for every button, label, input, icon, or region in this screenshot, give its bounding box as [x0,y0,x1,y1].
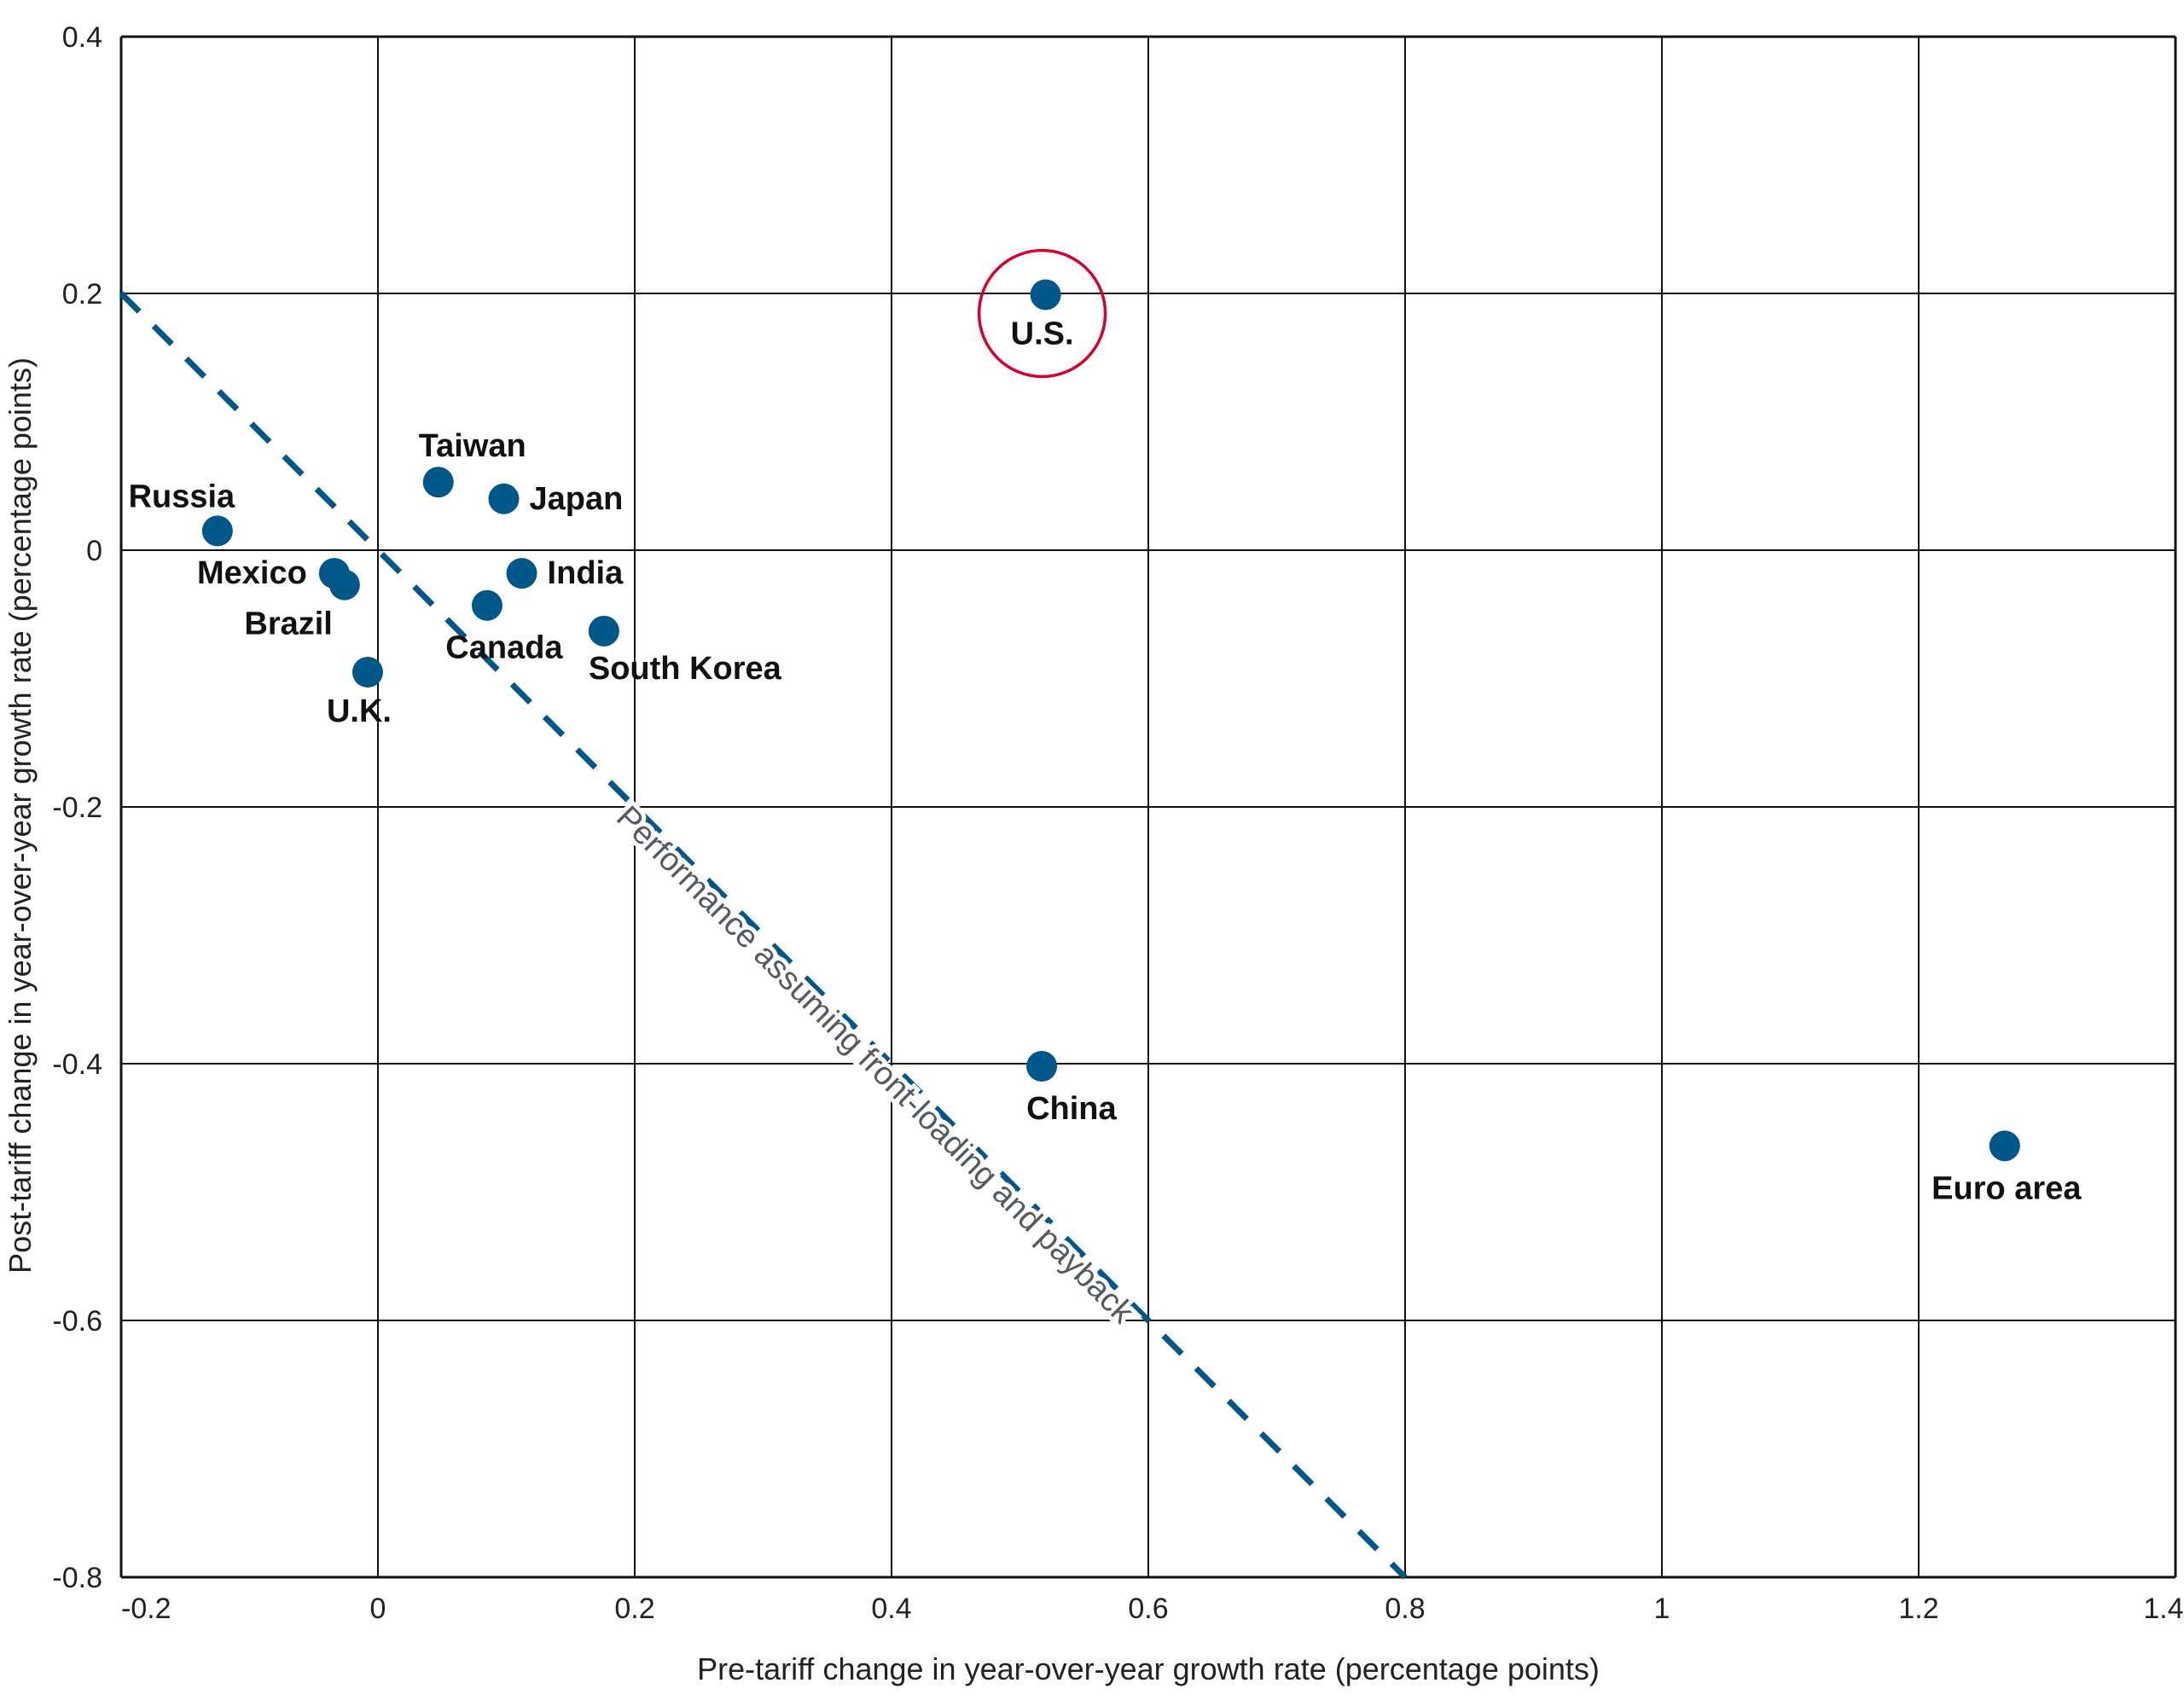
x-tick-label: 0 [370,1593,386,1625]
x-tick-label: 1 [1654,1593,1670,1625]
data-point [488,483,520,514]
data-point [1026,1051,1058,1082]
y-tick-label: 0 [86,535,102,567]
y-axis-title: Post-tariff change in year-over-year gro… [3,357,38,1274]
x-tick-label: 0.8 [1385,1593,1425,1625]
data-point [201,515,233,547]
data-point-label: U.S. [1011,316,1074,352]
data-point [506,558,537,589]
data-point-label: Brazil [244,606,332,642]
x-axis-title: Pre-tariff change in year-over-year grow… [697,1651,1600,1686]
data-point-label: Euro area [1931,1170,2082,1206]
data-point-label: Canada [445,630,563,666]
grid [119,35,2177,1579]
data-point [588,615,619,647]
data-point-label: Russia [129,479,235,514]
x-tick-label: 0.2 [614,1593,654,1625]
data-point [1030,279,1061,310]
y-tick-label: -0.6 [52,1305,102,1338]
y-tick-label: 0.2 [62,278,102,310]
data-point [1989,1130,2020,1162]
y-tick-label: -0.4 [52,1048,102,1081]
reference-line-group: Performance assuming front-loading and p… [119,291,1408,1580]
data-point-label: Japan [529,481,623,517]
data-point-label: U.K. [327,693,392,729]
data-point-label: China [1026,1091,1117,1127]
x-axis-ticks: -0.2 0 0.2 0.4 0.6 0.8 1 1.2 1.4 [121,1593,2184,1625]
data-point [351,656,383,688]
y-axis-ticks: 0.4 0.2 0 -0.2 -0.4 -0.6 -0.8 [52,21,102,1594]
data-point-label: Mexico [197,555,307,591]
data-point-label: India [548,555,624,591]
highlight-circle [977,248,1107,379]
data-point-label: Taiwan [419,428,526,464]
data-point [471,589,502,621]
y-tick-label: -0.8 [52,1562,102,1594]
x-tick-label: 1.4 [2143,1593,2183,1625]
x-tick-label: 1.2 [1898,1593,1938,1625]
x-tick-label: 0.4 [871,1593,911,1625]
data-point [328,569,360,601]
y-tick-label: -0.2 [52,792,102,824]
x-tick-label: -0.2 [121,1593,171,1625]
y-tick-label: 0.4 [62,21,102,54]
x-tick-label: 0.6 [1128,1593,1168,1625]
data-point [422,467,454,498]
data-point-label: South Korea [589,651,782,687]
reference-line-label: Performance assuming front-loading and p… [609,799,1141,1331]
